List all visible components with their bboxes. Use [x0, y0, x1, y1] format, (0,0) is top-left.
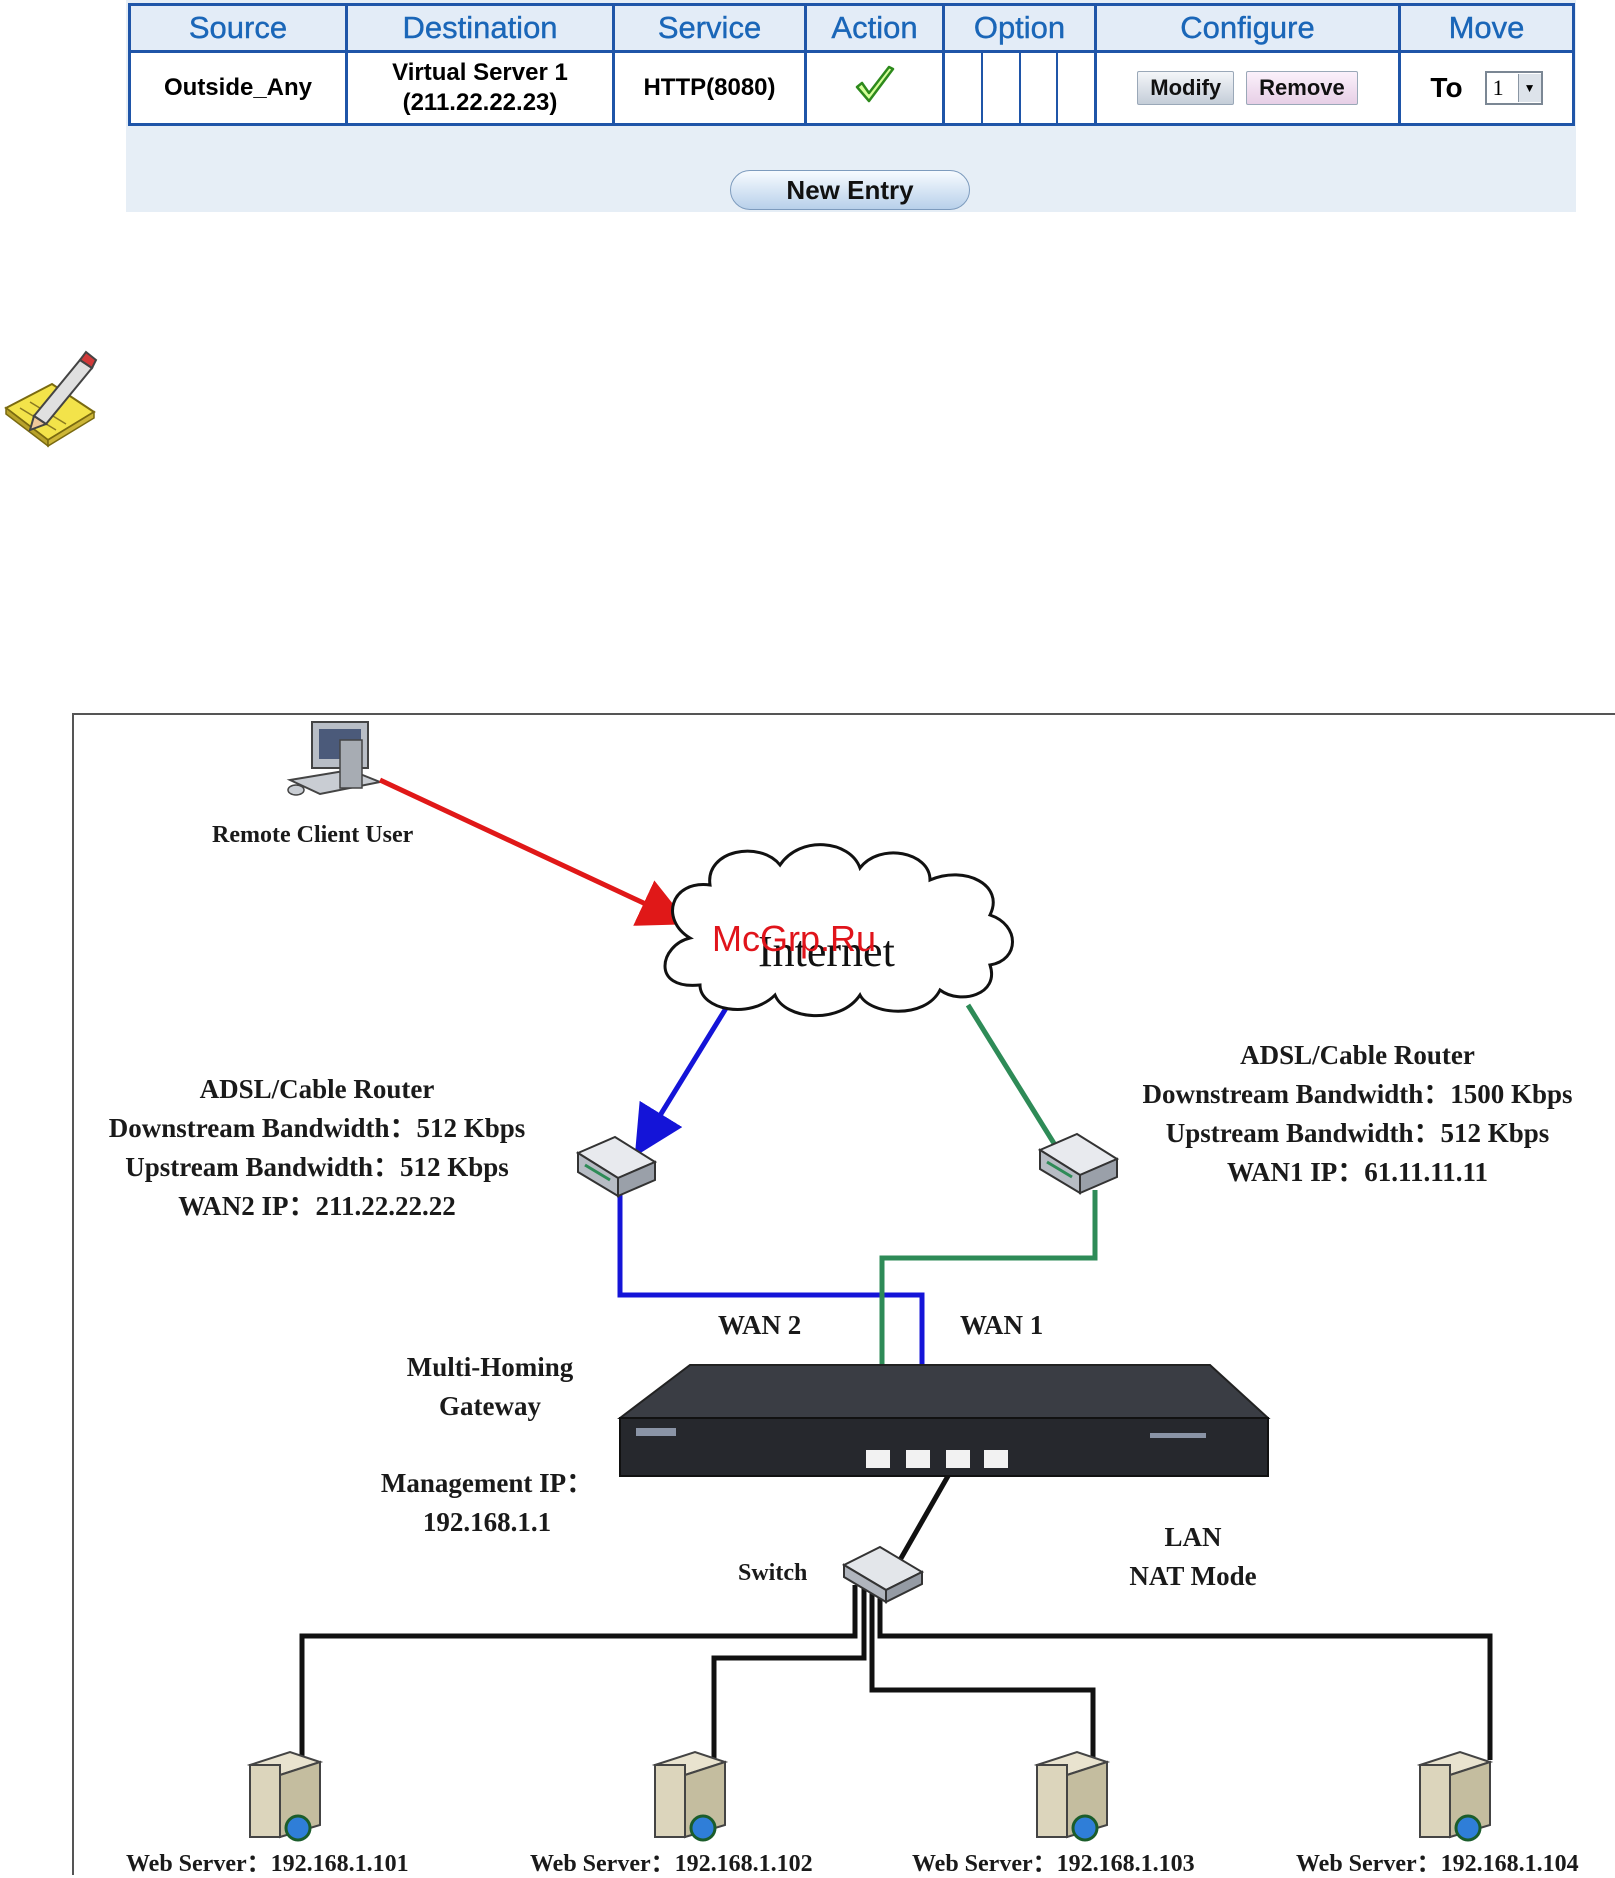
web-server-label: Web Server：192.168.1.104	[1296, 1851, 1579, 1877]
cell-option	[942, 50, 1097, 126]
table-row: Outside_Any Virtual Server 1 (211.22.22.…	[128, 50, 1575, 126]
wan1-cable	[879, 1190, 1098, 1452]
internet-cloud	[663, 843, 1014, 1018]
gateway-switch-link	[897, 1460, 959, 1562]
web-server-label: Web Server：192.168.1.103	[912, 1851, 1195, 1877]
web-server-icon	[1033, 1750, 1111, 1842]
move-select-value: 1	[1492, 75, 1504, 100]
remote-client-label: Remote Client User	[212, 822, 414, 848]
policy-table: Source Destination Service Action Option…	[128, 3, 1575, 126]
right-router-wan-ip: WAN1 IP：61.11.11.11	[1226, 1157, 1489, 1187]
left-router-downstream: Downstream Bandwidth：512 Kbps	[108, 1113, 526, 1143]
option-slot	[945, 53, 983, 123]
header-configure: Configure	[1094, 3, 1401, 53]
network-diagram	[72, 713, 1615, 1875]
right-router-downstream: Downstream Bandwidth：1500 Kbps	[1142, 1079, 1573, 1109]
management-ip-line1: Management IP：	[380, 1468, 594, 1498]
move-to-label: To	[1430, 72, 1463, 103]
web-server-icon	[246, 1750, 324, 1842]
left-router-info: ADSL/Cable Router Downstream Bandwidth：5…	[72, 1070, 562, 1226]
right-router-icon	[1037, 1132, 1120, 1195]
wan1-label: WAN 1	[960, 1310, 1044, 1340]
new-entry-button[interactable]: New Entry	[730, 170, 970, 210]
web-server-icon	[651, 1750, 729, 1842]
chevron-down-icon[interactable]: ▼	[1517, 74, 1541, 102]
computer-icon	[286, 721, 384, 796]
internet-label: Internet	[758, 927, 895, 976]
client-internet-link	[378, 777, 690, 926]
watermark-text: McGrp.Ru	[712, 918, 877, 959]
cell-source: Outside_Any	[128, 50, 348, 126]
web-server-label: Web Server：192.168.1.102	[530, 1851, 813, 1877]
lan-label: LAN NAT Mode	[1098, 1518, 1288, 1596]
table-header-row: Source Destination Service Action Option…	[128, 3, 1575, 53]
header-source: Source	[128, 3, 348, 53]
switch-label: Switch	[738, 1560, 808, 1586]
lan-label-line1: LAN	[1164, 1522, 1222, 1552]
wan2-label: WAN 2	[718, 1310, 802, 1340]
switch-icon	[841, 1545, 925, 1604]
management-ip-line2: 192.168.1.1	[422, 1507, 552, 1537]
header-destination: Destination	[345, 3, 615, 53]
right-router-upstream: Upstream Bandwidth：512 Kbps	[1165, 1118, 1550, 1148]
header-move: Move	[1398, 3, 1575, 53]
destination-name: Virtual Server 1	[392, 59, 568, 86]
cell-action	[804, 50, 945, 126]
destination-ip: (211.22.22.23)	[402, 89, 558, 116]
lan-label-line2: NAT Mode	[1129, 1561, 1257, 1591]
left-router-upstream: Upstream Bandwidth：512 Kbps	[125, 1152, 509, 1182]
header-option: Option	[942, 3, 1097, 53]
header-service: Service	[612, 3, 807, 53]
wan1-internet-link	[965, 1003, 1058, 1147]
move-select[interactable]: 1 ▼	[1484, 71, 1543, 105]
modify-button[interactable]: Modify	[1137, 71, 1235, 105]
cell-configure: Modify Remove	[1094, 50, 1401, 126]
gateway-label-line1: Multi-Homing	[406, 1352, 574, 1382]
gateway-label-line2: Gateway	[439, 1391, 541, 1421]
option-slot	[983, 53, 1021, 123]
web-server-icon	[1416, 1750, 1494, 1842]
cell-destination: Virtual Server 1 (211.22.22.23)	[345, 50, 615, 126]
cell-move: To 1 ▼	[1398, 50, 1575, 126]
right-router-title: ADSL/Cable Router	[1240, 1040, 1475, 1070]
cell-service: HTTP(8080)	[612, 50, 807, 126]
wan2-arrow-link	[634, 1003, 731, 1157]
header-action: Action	[804, 3, 945, 53]
gateway-label: Multi-Homing Gateway	[370, 1348, 610, 1426]
gateway-appliance-icon	[617, 1364, 1271, 1477]
right-router-info: ADSL/Cable Router Downstream Bandwidth：1…	[1100, 1036, 1615, 1192]
left-router-title: ADSL/Cable Router	[199, 1074, 435, 1104]
web-server-label: Web Server：192.168.1.101	[126, 1851, 409, 1877]
pencil-notepad-icon	[4, 350, 98, 448]
option-slot	[1021, 53, 1059, 123]
checkmark-icon	[855, 65, 894, 102]
left-router-wan-ip: WAN2 IP：211.22.22.22	[178, 1191, 456, 1221]
lan-cables	[299, 1585, 1493, 1760]
left-router-icon	[575, 1135, 658, 1198]
remove-button[interactable]: Remove	[1246, 71, 1358, 105]
management-ip-label: Management IP： 192.168.1.1	[352, 1464, 622, 1542]
